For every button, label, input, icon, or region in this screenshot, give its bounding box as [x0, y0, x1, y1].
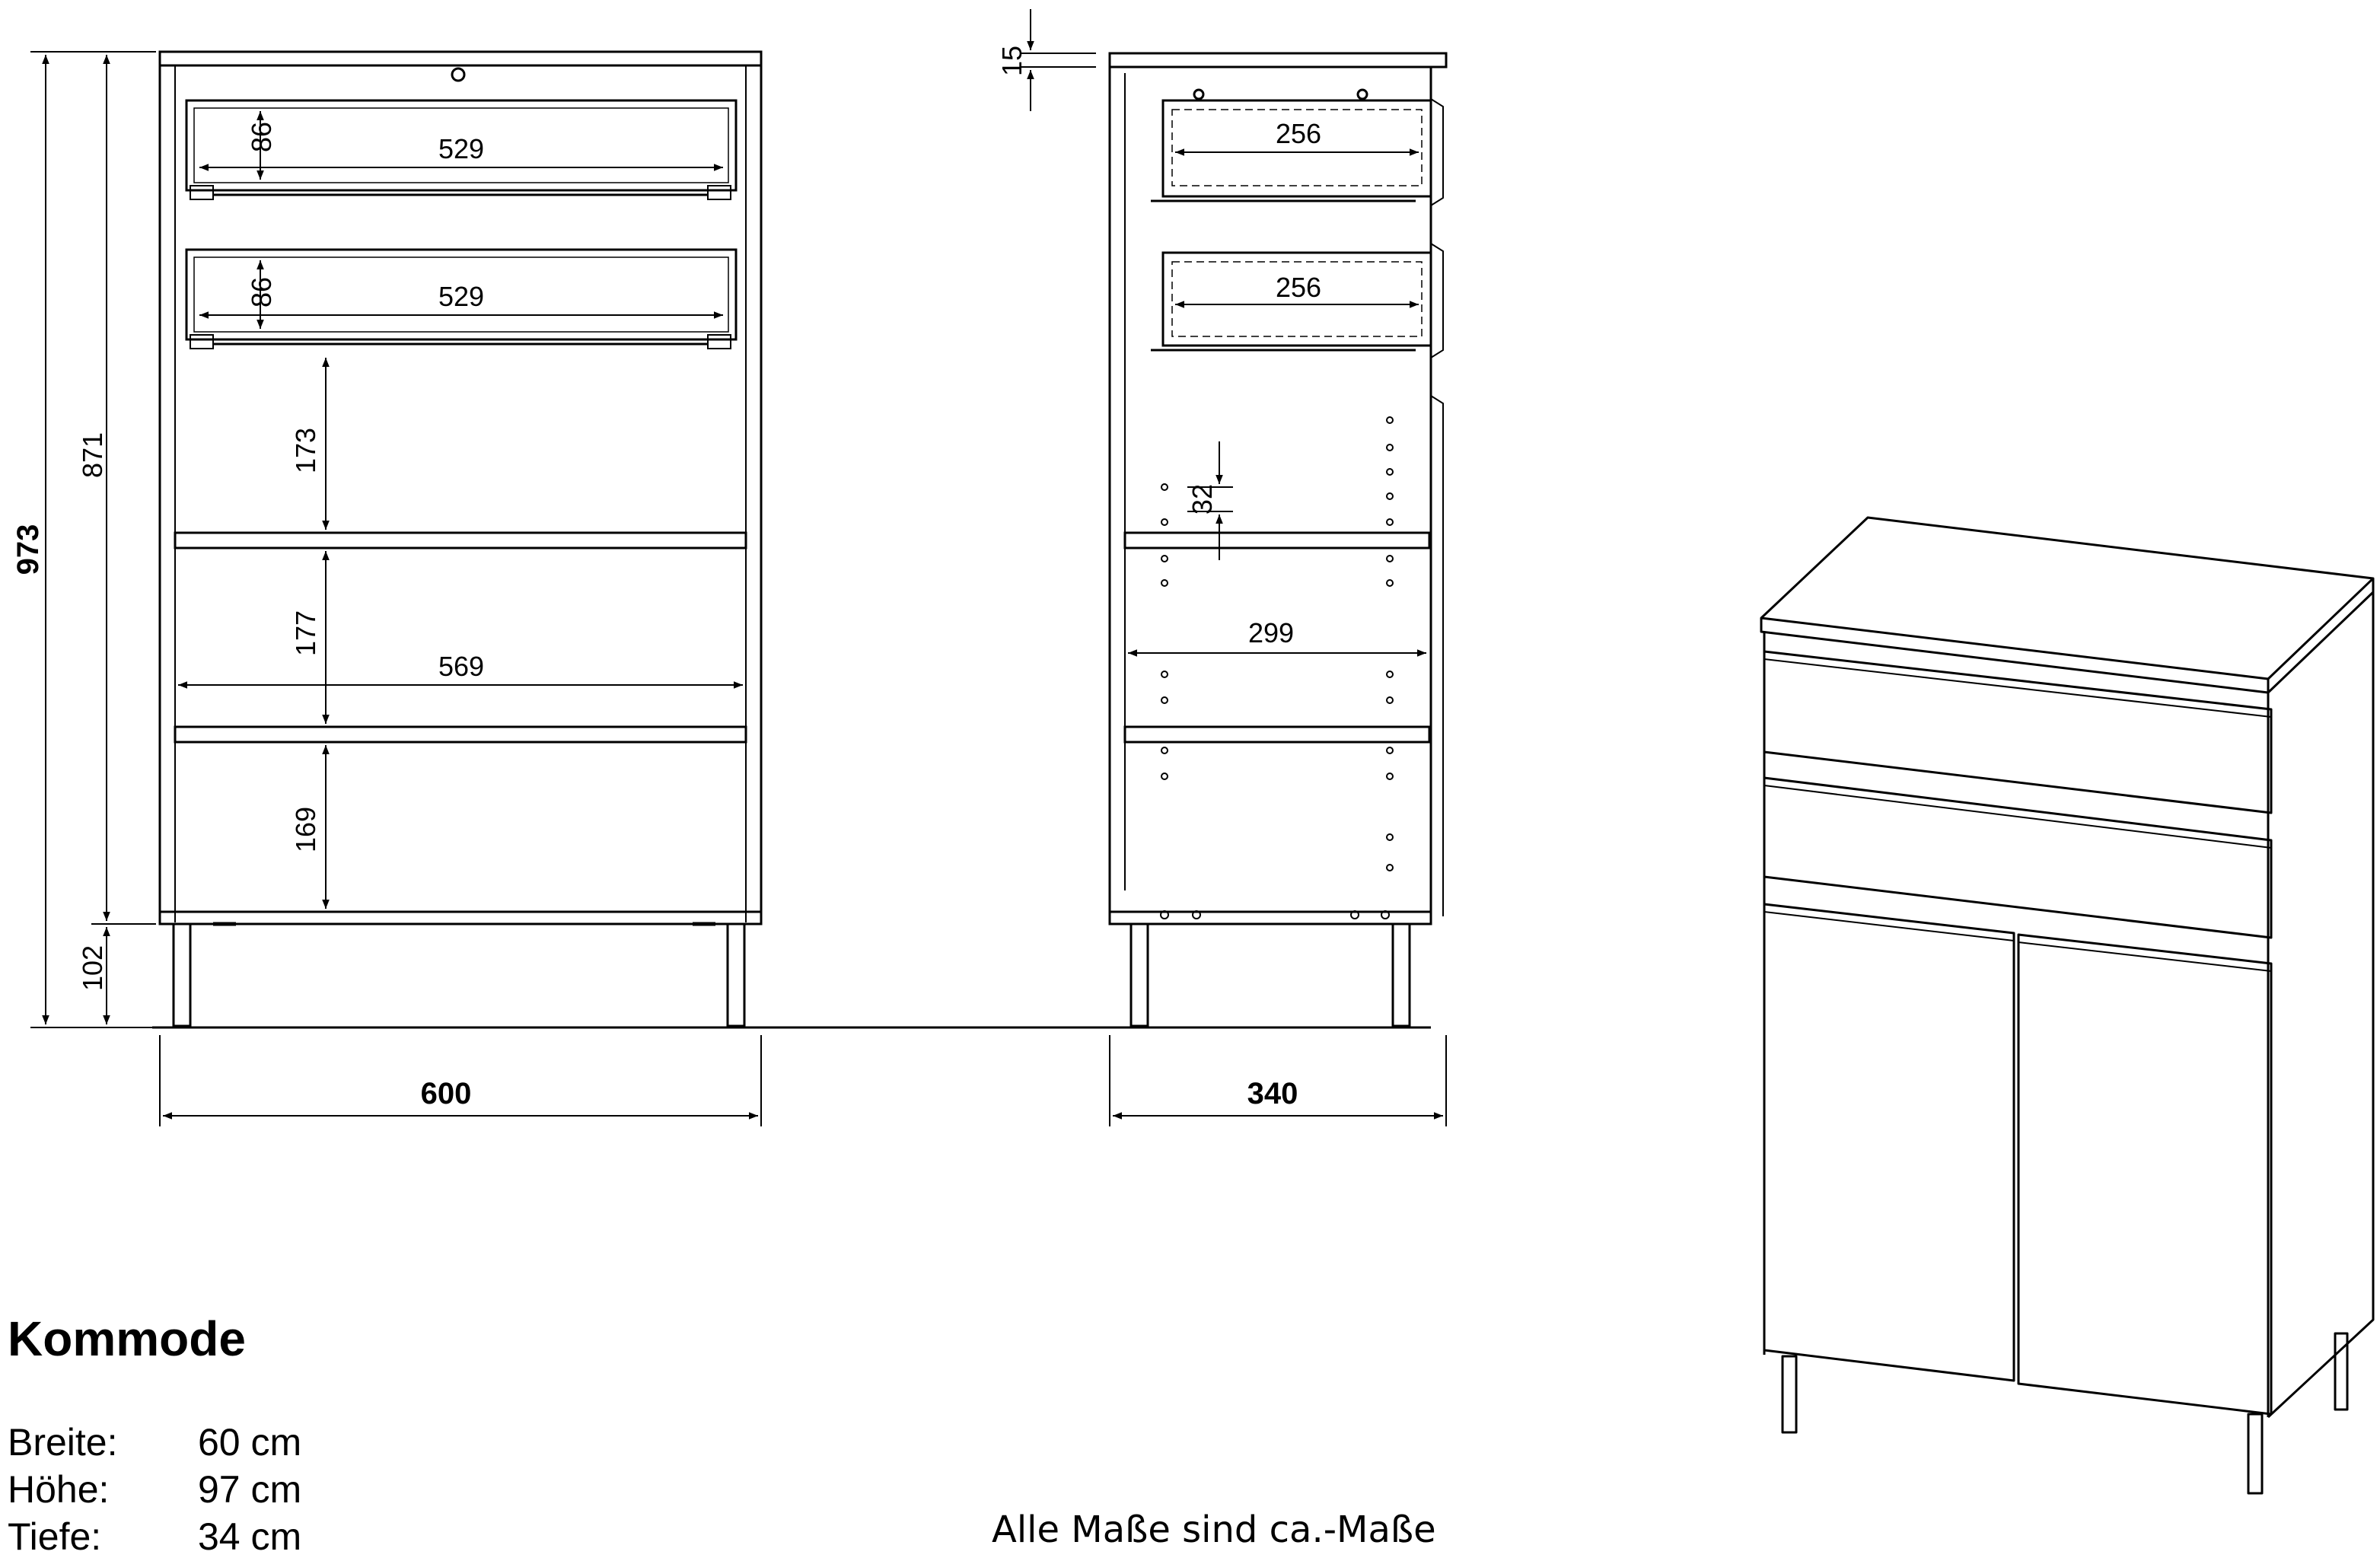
- approximate-dimensions-note: Alle Maße sind ca.-Maße: [992, 1508, 1436, 1551]
- side-top-panel: [1108, 52, 1448, 68]
- spec-row-depth: Tiefe: 34 cm: [8, 1516, 301, 1557]
- spec-label: Tiefe:: [8, 1515, 102, 1558]
- spec-value: 97 cm: [198, 1468, 302, 1511]
- perspective-view: [1760, 516, 2375, 1495]
- front-leg-left: [172, 922, 192, 1027]
- side-drawer-2: [1161, 251, 1432, 347]
- perspective-door-right: [2017, 933, 2273, 1416]
- front-view: [158, 50, 763, 1027]
- side-leg-front: [1391, 922, 1411, 1027]
- perspective-door-left: [1763, 903, 2015, 1382]
- perspective-drawer-1: [1763, 650, 2273, 814]
- product-title: Kommode: [8, 1311, 246, 1366]
- front-leg-right: [726, 922, 746, 1027]
- side-bottom-panel: [1108, 910, 1432, 925]
- dim-drawer-2-depth: 256: [1276, 272, 1321, 303]
- dim-drawer-1-depth: 256: [1276, 118, 1321, 149]
- dim-drawer-2-width: 529: [438, 281, 484, 312]
- perspective-leg-front-left: [1781, 1355, 1798, 1434]
- front-shelf-1: [174, 531, 747, 550]
- spec-label: Höhe:: [8, 1468, 110, 1511]
- spec-label: Breite:: [8, 1421, 118, 1464]
- perspective-leg-front-right: [2247, 1413, 2264, 1495]
- dim-overall-depth: 340: [1247, 1077, 1298, 1110]
- spec-value: 34 cm: [198, 1515, 302, 1558]
- side-view: [1108, 52, 1448, 1027]
- side-dimensions: [1020, 9, 1447, 1126]
- spec-value: 60 cm: [198, 1421, 302, 1464]
- front-drawer-2: [185, 248, 738, 341]
- dim-overall-height: 973: [11, 524, 45, 575]
- dim-compartment-upper: 173: [290, 428, 321, 473]
- spec-row-width: Breite: 60 cm: [8, 1422, 301, 1463]
- spec-row-height: Höhe: 97 cm: [8, 1469, 301, 1510]
- front-top-panel: [158, 50, 763, 67]
- dim-compartment-middle: 177: [290, 610, 321, 656]
- dim-hole-spacing: 32: [1187, 484, 1218, 514]
- dim-drawer-1-width: 529: [438, 133, 484, 164]
- lock-icon: [451, 67, 466, 82]
- dim-top-thickness: 15: [996, 46, 1028, 76]
- perspective-top: [1760, 516, 2375, 680]
- dim-compartment-lower: 169: [290, 807, 321, 852]
- shelf-pin-holes: [1160, 416, 1394, 919]
- dim-overall-width: 600: [421, 1077, 472, 1110]
- front-shelf-2: [174, 725, 747, 744]
- dim-body-height: 871: [77, 432, 108, 478]
- side-shelf-2: [1123, 725, 1431, 744]
- perspective-leg-back-right: [2334, 1332, 2349, 1411]
- dim-inner-width: 569: [438, 651, 484, 682]
- dim-drawer-1-height: 86: [246, 122, 277, 152]
- dim-shelf-depth: 299: [1248, 617, 1294, 648]
- side-leg-back: [1129, 922, 1149, 1027]
- dim-drawer-2-height: 86: [246, 277, 277, 307]
- front-dimensions: [30, 51, 762, 1126]
- front-drawer-1: [185, 99, 738, 192]
- dim-leg-height: 102: [77, 945, 108, 991]
- side-shelf-1: [1123, 531, 1431, 550]
- front-bottom-panel: [158, 910, 763, 925]
- side-drawer-1: [1161, 99, 1432, 198]
